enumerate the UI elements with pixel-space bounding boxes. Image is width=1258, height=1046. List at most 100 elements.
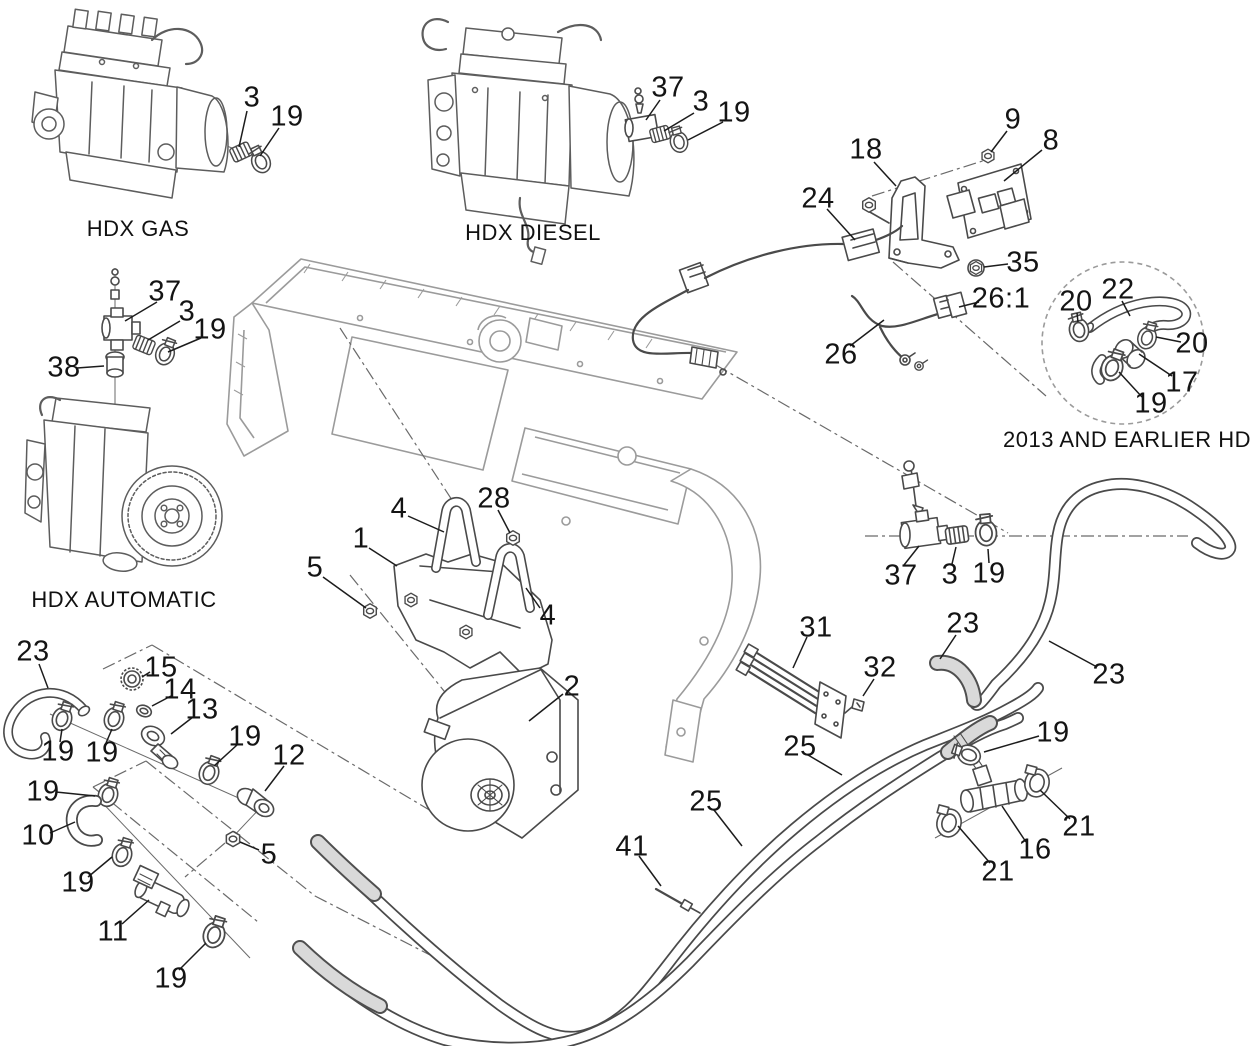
callout-41: 41 [615, 830, 649, 863]
nut-35 [967, 259, 985, 277]
callout-5: 5 [260, 838, 278, 871]
bushing-12 [236, 787, 275, 818]
callout-4: 4 [390, 492, 408, 525]
callout-16: 16 [1018, 833, 1052, 866]
hdx-gas-engine-sketch [31, 8, 229, 199]
leader-21 [1039, 789, 1071, 820]
leader-19 [259, 127, 280, 157]
leader-16 [1001, 805, 1027, 843]
temp-sender-assembly-automatic [101, 268, 181, 378]
callout-19: 19 [26, 775, 60, 808]
callout-37: 37 [884, 559, 918, 592]
mount-bracket-18 [861, 176, 960, 269]
leader-38 [76, 365, 105, 369]
callout-19: 19 [717, 96, 751, 129]
callout-28: 28 [477, 482, 511, 515]
callout-11: 11 [97, 915, 129, 948]
callout-13: 13 [185, 693, 219, 726]
callout-23: 23 [946, 607, 980, 640]
callout-3: 3 [941, 558, 959, 591]
callout-26: 26 [824, 338, 858, 371]
fitting-38 [105, 351, 125, 378]
callout-31: 31 [799, 611, 833, 644]
leader-20 [1155, 336, 1182, 343]
leader-20 [1076, 312, 1079, 323]
foam-sleeves [292, 654, 998, 1014]
callout-3: 3 [178, 295, 196, 328]
callout-15: 15 [144, 651, 178, 684]
section-label-hdx-automatic: HDX AUTOMATIC [31, 587, 217, 612]
valve-11 [132, 864, 190, 918]
leader-19 [167, 337, 202, 353]
callout-23: 23 [1092, 658, 1126, 691]
cable-tie-41 [654, 887, 701, 914]
leader-24 [826, 208, 856, 241]
leader-4 [407, 515, 445, 533]
heater-assembly-2 [421, 667, 579, 839]
clamp-21-left [936, 804, 962, 838]
leader-25 [713, 809, 743, 847]
chassis-frame-sketch [226, 258, 762, 763]
leader-35 [983, 263, 1009, 268]
leader-25 [807, 754, 843, 776]
callout-21: 21 [1062, 810, 1096, 843]
callout-20: 20 [1175, 327, 1209, 360]
leader-22 [1121, 300, 1131, 317]
leader-19 [59, 728, 63, 743]
callout-19: 19 [41, 735, 75, 768]
heater-bracket-assembly [362, 497, 553, 677]
callout-2: 2 [563, 670, 581, 703]
leader-14 [151, 695, 172, 707]
callout-12: 12 [272, 739, 306, 772]
callout-19: 19 [972, 557, 1006, 590]
leader-12 [264, 765, 285, 792]
callout-22: 22 [1101, 273, 1135, 306]
callout-leader-lines [38, 99, 1182, 971]
callout-37: 37 [148, 275, 182, 308]
callout-38: 38 [47, 351, 81, 384]
leader-19 [687, 121, 724, 141]
hdx-automatic-engine-sketch [24, 396, 223, 572]
heater-hoses [292, 477, 1237, 1046]
leader-5 [239, 841, 260, 851]
callout-18: 18 [849, 133, 883, 166]
leader-9 [990, 130, 1008, 153]
mount-plate-8 [946, 163, 1032, 239]
leader-17 [1138, 353, 1173, 377]
leader-37 [645, 99, 661, 121]
leader-26 [849, 319, 885, 347]
leader-3 [147, 320, 181, 341]
leader-5 [322, 576, 367, 609]
fitting-assembly-diesel [624, 87, 691, 155]
leader-19 [55, 791, 96, 797]
leader-32 [862, 678, 875, 697]
leader-23 [38, 663, 49, 689]
leader-11 [121, 899, 150, 925]
callout-19: 19 [85, 736, 119, 769]
callout-37: 37 [651, 71, 685, 104]
callout-17: 17 [1165, 366, 1199, 399]
section-label-hdx-gas: HDX GAS [86, 216, 190, 241]
leader-19 [983, 735, 1040, 753]
callout-23: 23 [16, 635, 50, 668]
leader-28 [497, 509, 511, 534]
callout-35: 35 [1006, 246, 1040, 279]
leader-19 [1118, 371, 1143, 398]
washer-14 [135, 704, 153, 718]
tee-valve-16-assembly [936, 732, 1050, 838]
section-label-earlier-hd: 2013 AND EARLIER HD [1003, 427, 1251, 452]
leader-1 [368, 547, 398, 567]
callout-3: 3 [692, 85, 710, 118]
nut-5b [225, 830, 241, 848]
leader-2 [528, 693, 564, 722]
leader-37 [124, 301, 158, 322]
callout-14: 14 [163, 673, 197, 706]
leader-4 [525, 587, 541, 609]
leader-15 [141, 671, 151, 678]
leader-26:1 [958, 301, 980, 308]
callout-10: 10 [21, 819, 55, 852]
connector-26-1 [932, 291, 968, 320]
leader-3 [238, 110, 248, 148]
filler-fitting-13 [140, 725, 179, 770]
